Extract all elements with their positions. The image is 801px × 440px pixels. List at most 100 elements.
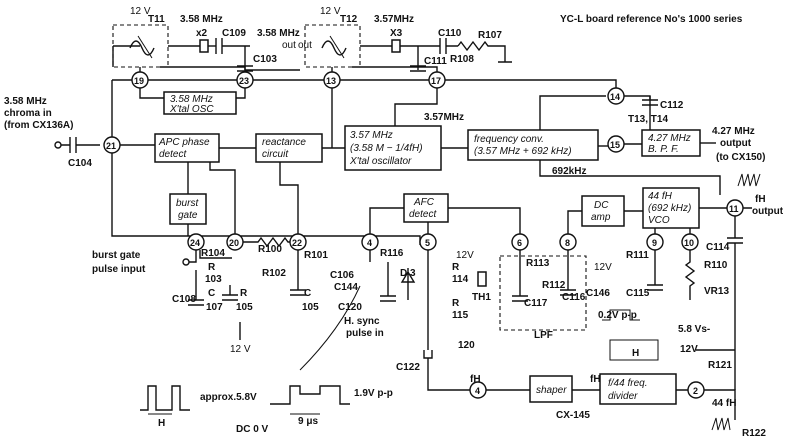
pin-10: 10 — [684, 238, 694, 248]
label-components-vpp19: 1.9V p-p — [354, 388, 393, 399]
label-components-v12c: 12 V — [230, 344, 251, 355]
label-t12: T12 — [340, 14, 358, 25]
crystal-x3 — [391, 39, 401, 53]
schematic-path-62 — [427, 358, 470, 391]
label-blocks-reactance-1: circuit — [262, 149, 289, 160]
label-components-c107a: C — [208, 288, 215, 299]
schematic-path-65 — [647, 250, 663, 291]
label-components-f44: 44 fH — [712, 398, 736, 409]
label-components-c114: C114 — [706, 242, 730, 253]
fh-output-waveform — [737, 173, 761, 187]
label-io-chroma-0: 3.58 MHz — [4, 96, 47, 107]
label-blocks-xtal_osc_b-0: 3.57 MHz — [350, 130, 393, 141]
label-components-r105a: R — [240, 288, 248, 299]
pin-17: 17 — [431, 76, 441, 86]
label-components-c111: C111 — [424, 56, 447, 67]
label-components-c122: C122 — [396, 362, 420, 373]
block-xtal-osc-358 — [163, 91, 237, 115]
label-components-c103: C103 — [253, 54, 277, 65]
label-blocks-bpf-0: 4.27 MHz — [648, 133, 691, 144]
label-components-c117: C117 — [524, 298, 548, 309]
label-components-c109: C109 — [222, 28, 246, 39]
label-692khz: 692kHz — [552, 166, 586, 177]
label-components-approx: approx.5.8V — [200, 392, 257, 403]
schematic-circle-30 — [54, 141, 62, 149]
schematic-path-55 — [243, 236, 290, 248]
label-io-chroma-2: (from CX136A) — [4, 120, 73, 131]
pin-19: 19 — [134, 76, 144, 86]
label-io-chroma-1: chroma in — [4, 108, 52, 119]
label-blocks-bpf-1: B. P. F. — [648, 144, 679, 155]
label-components-v02: 0.2V p-p — [598, 310, 637, 321]
schematic-path-20 — [394, 88, 438, 126]
label-components-c115: C115 — [626, 288, 650, 299]
block-shaper — [529, 375, 573, 403]
label-v12b: 12 V — [320, 6, 341, 17]
label-components-c116: C116 — [562, 292, 586, 303]
pin-20: 20 — [229, 238, 239, 248]
label-components-c107b: 107 — [206, 302, 223, 313]
label-blocks-dc_amp-0: DC — [594, 200, 609, 211]
label-blocks-xtal_osc_b-1: (3.58 M − 1/4fH) — [350, 143, 423, 154]
label-components-r116: R116 — [380, 248, 404, 259]
label-blocks-reactance-0: reactance — [262, 137, 306, 148]
label-components-r115a: R — [452, 298, 460, 309]
label-blocks-xtal_osc_a-1: X'tal OSC — [169, 104, 214, 115]
schematic-path-19 — [219, 88, 345, 149]
schematic-path-9 — [112, 45, 140, 67]
label-components-c106: C106 — [330, 270, 354, 281]
label-f357: 3.57MHz — [374, 14, 414, 25]
label-blocks-afc_detect-1: detect — [409, 209, 437, 220]
label-blocks-apc_detect-1: detect — [159, 149, 187, 160]
label-components-d3: D 3 — [400, 268, 416, 279]
label-components-r103a: R — [208, 262, 216, 273]
label-blocks-afc_detect-0: AFC — [413, 197, 435, 208]
label-components-r114b: 114 — [452, 274, 469, 285]
label-components-r101: R101 — [304, 250, 328, 261]
block-reactance — [255, 133, 323, 163]
label-components-r110: R110 — [704, 260, 728, 271]
label-f358: 3.58 MHz — [180, 14, 223, 25]
label-components-h1: H — [158, 418, 165, 429]
label-components-c104: C104 — [68, 158, 92, 169]
label-components-dc0: DC 0 V — [236, 424, 269, 435]
label-components-r120: 120 — [458, 340, 475, 351]
label-components-r103b: 103 — [205, 274, 222, 285]
label-components-us9: 9 μs — [298, 416, 318, 427]
label-components-r107: R107 — [478, 30, 502, 41]
lpf-box — [499, 255, 587, 331]
label-components-fh1: fH — [470, 374, 481, 385]
label-blocks-shaper-0: shaper — [536, 385, 567, 396]
schematic-path-46 — [369, 207, 521, 234]
schematic-path-10 — [160, 66, 246, 72]
schematic-path-73 — [711, 417, 731, 431]
pin-14: 14 — [610, 92, 620, 102]
label-components-x3: X3 — [390, 28, 403, 39]
schematic-path-60 — [299, 285, 361, 371]
pin-13: 13 — [326, 76, 336, 86]
schematic-path-1 — [329, 35, 345, 59]
label-io-out427-2: (to CX150) — [716, 152, 765, 163]
label-blocks-vco-1: (692 kHz) — [648, 203, 691, 214]
schematic-path-47 — [567, 207, 727, 234]
label-components-r111: R111 — [626, 250, 649, 261]
label-io-out427-1: output — [720, 138, 752, 149]
label-components-th1: TH1 — [472, 292, 491, 303]
label-io-burst_in-1: pulse input — [92, 264, 146, 275]
schematic-path-51 — [189, 250, 197, 263]
label-components-c105a: C — [304, 288, 311, 299]
t12-coil — [321, 40, 347, 56]
label-t11: T11 — [148, 14, 165, 25]
label-components-r112: R112 — [542, 280, 566, 291]
block-vco — [642, 187, 700, 229]
block-afc-detect — [403, 193, 449, 223]
label-out358: 3.58 MHz — [257, 28, 300, 39]
schematic-path-67 — [602, 309, 640, 321]
label-components-c112: C112 — [660, 100, 684, 111]
block-apc-detect — [154, 133, 220, 163]
schematic-path-0 — [137, 35, 153, 59]
schematic-path-45 — [209, 162, 299, 234]
label-blocks-divider-1: divider — [608, 391, 638, 402]
